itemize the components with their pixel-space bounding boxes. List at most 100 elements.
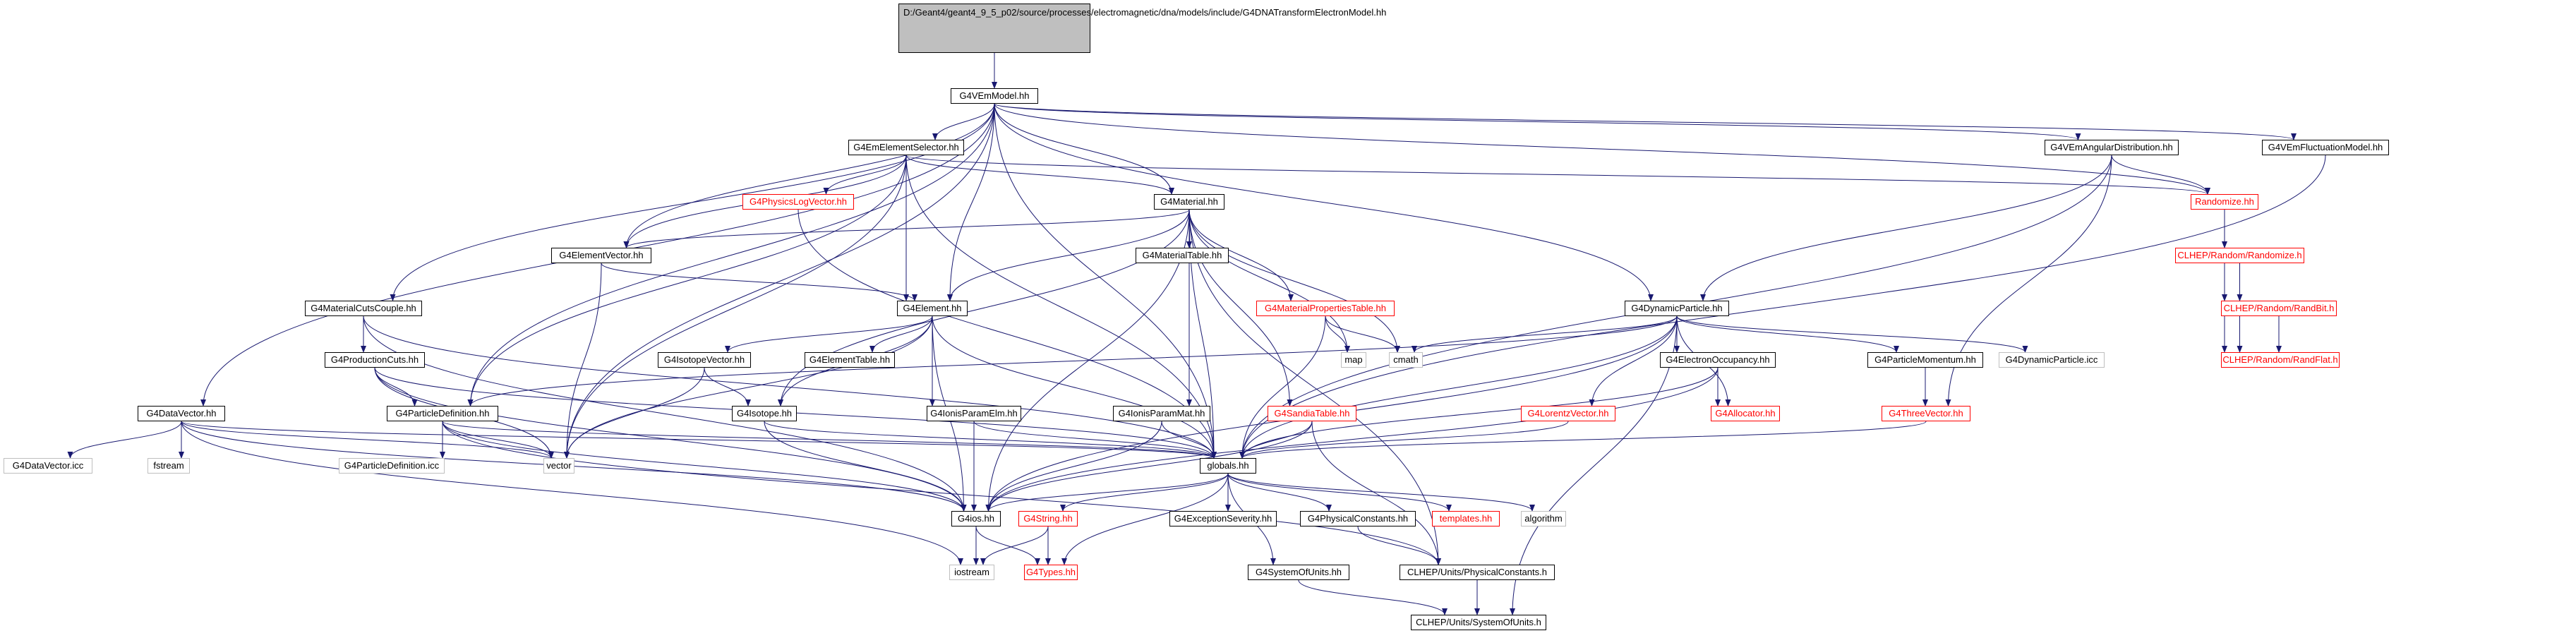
node-prodcuts[interactable]: G4ProductionCuts.hh xyxy=(325,352,425,368)
edge-mat-to-iso xyxy=(778,209,1190,407)
edge-pdef-to-clphys xyxy=(442,421,1441,565)
edge-vem-to-mat xyxy=(994,103,1174,195)
node-pmom[interactable]: G4ParticleMomentum.hh xyxy=(1867,352,1983,368)
node-threev[interactable]: G4ThreeVector.hh xyxy=(1882,406,1970,421)
edge-pdef-to-vector xyxy=(442,421,554,459)
node-vector[interactable]: vector xyxy=(543,458,574,474)
edge-mat-to-mpt xyxy=(1188,209,1294,301)
edge-ees-to-rand xyxy=(905,155,2210,195)
node-cmath[interactable]: cmath xyxy=(1389,352,1423,368)
edge-dynp-to-clsys xyxy=(1510,315,1678,615)
edge-ees-to-globals xyxy=(905,155,1217,459)
edge-globals-to-algo xyxy=(1227,473,1535,512)
edge-mat-to-clphys xyxy=(1188,209,1441,565)
node-algo[interactable]: algorithm xyxy=(1521,511,1566,526)
node-eocc[interactable]: G4ElectronOccupancy.hh xyxy=(1660,352,1776,368)
node-randbit[interactable]: CLHEP/Random/RandBit.h xyxy=(2221,301,2337,316)
edge-elem-to-vector xyxy=(564,315,933,459)
edge-threev-to-globals xyxy=(1239,421,1927,459)
node-iostream[interactable]: iostream xyxy=(949,565,994,580)
node-types[interactable]: G4Types.hh xyxy=(1024,565,1078,580)
edge-eocc-to-globals xyxy=(1239,367,1719,459)
node-pdef[interactable]: G4ParticleDefinition.hh xyxy=(387,406,498,421)
node-clrand[interactable]: CLHEP/Random/Randomize.h xyxy=(2175,248,2304,263)
edge-globals-to-g4str xyxy=(1060,473,1229,512)
node-mpt[interactable]: G4MaterialPropertiesTable.hh xyxy=(1256,301,1395,316)
node-dvec[interactable]: G4DataVector.hh xyxy=(138,406,225,421)
node-excsev[interactable]: G4ExceptionSeverity.hh xyxy=(1169,511,1277,526)
edge-elvec-to-vector xyxy=(564,263,602,459)
node-clsys[interactable]: CLHEP/Units/SystemOfUnits.h xyxy=(1411,615,1546,630)
node-pdicc[interactable]: G4ParticleDefinition.icc xyxy=(339,458,445,474)
node-elem[interactable]: G4Element.hh xyxy=(897,301,968,316)
edge-lorentz-to-globals xyxy=(1239,421,1569,459)
node-fstream[interactable]: fstream xyxy=(148,458,190,474)
edge-pdef-to-ios xyxy=(442,421,967,512)
node-rand[interactable]: Randomize.hh xyxy=(2191,194,2258,210)
edge-sandia-to-ios xyxy=(985,421,1313,512)
edge-pdef-to-globals xyxy=(442,421,1217,459)
node-clphys[interactable]: CLHEP/Units/PhysicalConstants.h xyxy=(1400,565,1555,580)
node-dpicc[interactable]: G4DynamicParticle.icc xyxy=(1999,352,2105,368)
edge-mat-to-elem xyxy=(947,209,1190,301)
node-physc[interactable]: G4PhysicalConstants.hh xyxy=(1300,511,1416,526)
edge-mat-to-map xyxy=(1188,209,1350,353)
edge-vem-to-globals xyxy=(994,103,1217,459)
edge-vem-to-vfluct xyxy=(994,103,2297,140)
edge-sysunits-to-clsys xyxy=(1298,579,1448,615)
node-ios[interactable]: G4ios.hh xyxy=(951,511,1001,526)
node-ionmat[interactable]: G4IonisParamMat.hh xyxy=(1113,406,1210,421)
edge-vem-to-vector xyxy=(564,103,995,459)
node-templ[interactable]: templates.hh xyxy=(1432,511,1500,526)
edge-dynp-to-dpicc xyxy=(1676,315,2028,353)
node-mcc[interactable]: G4MaterialCutsCouple.hh xyxy=(305,301,422,316)
edge-iso-to-globals xyxy=(764,421,1217,459)
edge-ionmat-to-ios xyxy=(985,421,1162,512)
node-iso[interactable]: G4Isotope.hh xyxy=(732,406,797,421)
node-vang[interactable]: G4VEmAngularDistribution.hh xyxy=(2045,140,2179,155)
node-g4str[interactable]: G4String.hh xyxy=(1018,511,1078,526)
edge-iso-to-ios xyxy=(764,421,967,512)
edge-mcc-to-globals xyxy=(363,315,1217,459)
node-elvec[interactable]: G4ElementVector.hh xyxy=(551,248,651,263)
edge-dvec-to-iostream xyxy=(181,421,963,565)
edge-elem-to-globals xyxy=(932,315,1217,459)
node-map[interactable]: map xyxy=(1341,352,1366,368)
edge-mat-to-sandia xyxy=(1188,209,1293,407)
node-ees[interactable]: G4EmElementSelector.hh xyxy=(848,140,964,155)
node-isovec[interactable]: G4IsotopeVector.hh xyxy=(658,352,751,368)
edge-dynp-to-lorentz xyxy=(1589,315,1678,407)
edge-dynp-to-globals xyxy=(1239,315,1678,459)
node-dvicc[interactable]: G4DataVector.icc xyxy=(4,458,92,474)
node-vfluct[interactable]: G4VEmFluctuationModel.hh xyxy=(2262,140,2389,155)
node-lorentz[interactable]: G4LorentzVector.hh xyxy=(1521,406,1615,421)
edge-sandia-to-clphys xyxy=(1311,421,1441,565)
node-plv[interactable]: G4PhysicsLogVector.hh xyxy=(742,194,854,210)
edge-globals-to-physc xyxy=(1227,473,1332,512)
edge-dynp-to-pdef xyxy=(467,315,1678,407)
node-ionelm[interactable]: G4IonisParamElm.hh xyxy=(927,406,1021,421)
edge-vem-to-mcc xyxy=(390,103,995,301)
node-vem[interactable]: G4VEmModel.hh xyxy=(951,88,1038,104)
node-dynp[interactable]: G4DynamicParticle.hh xyxy=(1625,301,1729,316)
node-mattab[interactable]: G4MaterialTable.hh xyxy=(1136,248,1229,263)
edge-mpt-to-globals xyxy=(1239,315,1326,459)
node-sysunits[interactable]: G4SystemOfUnits.hh xyxy=(1248,565,1349,580)
node-randflat[interactable]: CLHEP/Random/RandFlat.h xyxy=(2221,352,2340,368)
edge-vem-to-elvec xyxy=(623,103,995,248)
edge-g4str-to-iostream xyxy=(980,526,1049,565)
node-mat[interactable]: G4Material.hh xyxy=(1154,194,1224,210)
root-path-line-2: _5_p02/source/processes xyxy=(986,7,1091,18)
node-alloc[interactable]: G4Allocator.hh xyxy=(1711,406,1780,421)
edge-globals-to-ios xyxy=(985,473,1229,512)
node-globals[interactable]: globals.hh xyxy=(1200,458,1256,474)
edge-vem-to-vang xyxy=(994,103,2081,140)
edge-ees-to-plv xyxy=(823,155,907,195)
node-sandia[interactable]: G4SandiaTable.hh xyxy=(1268,406,1356,421)
edge-mat-to-cmath xyxy=(1188,209,1400,353)
root-path-line-4: /include/G4DNATransformElectronModel.hh xyxy=(1208,7,1387,18)
edge-isovec-to-iso xyxy=(704,367,751,407)
edge-elem-to-eltab xyxy=(869,315,933,353)
edge-vang-to-dynp xyxy=(1700,155,2112,301)
node-eltab[interactable]: G4ElementTable.hh xyxy=(805,352,895,368)
